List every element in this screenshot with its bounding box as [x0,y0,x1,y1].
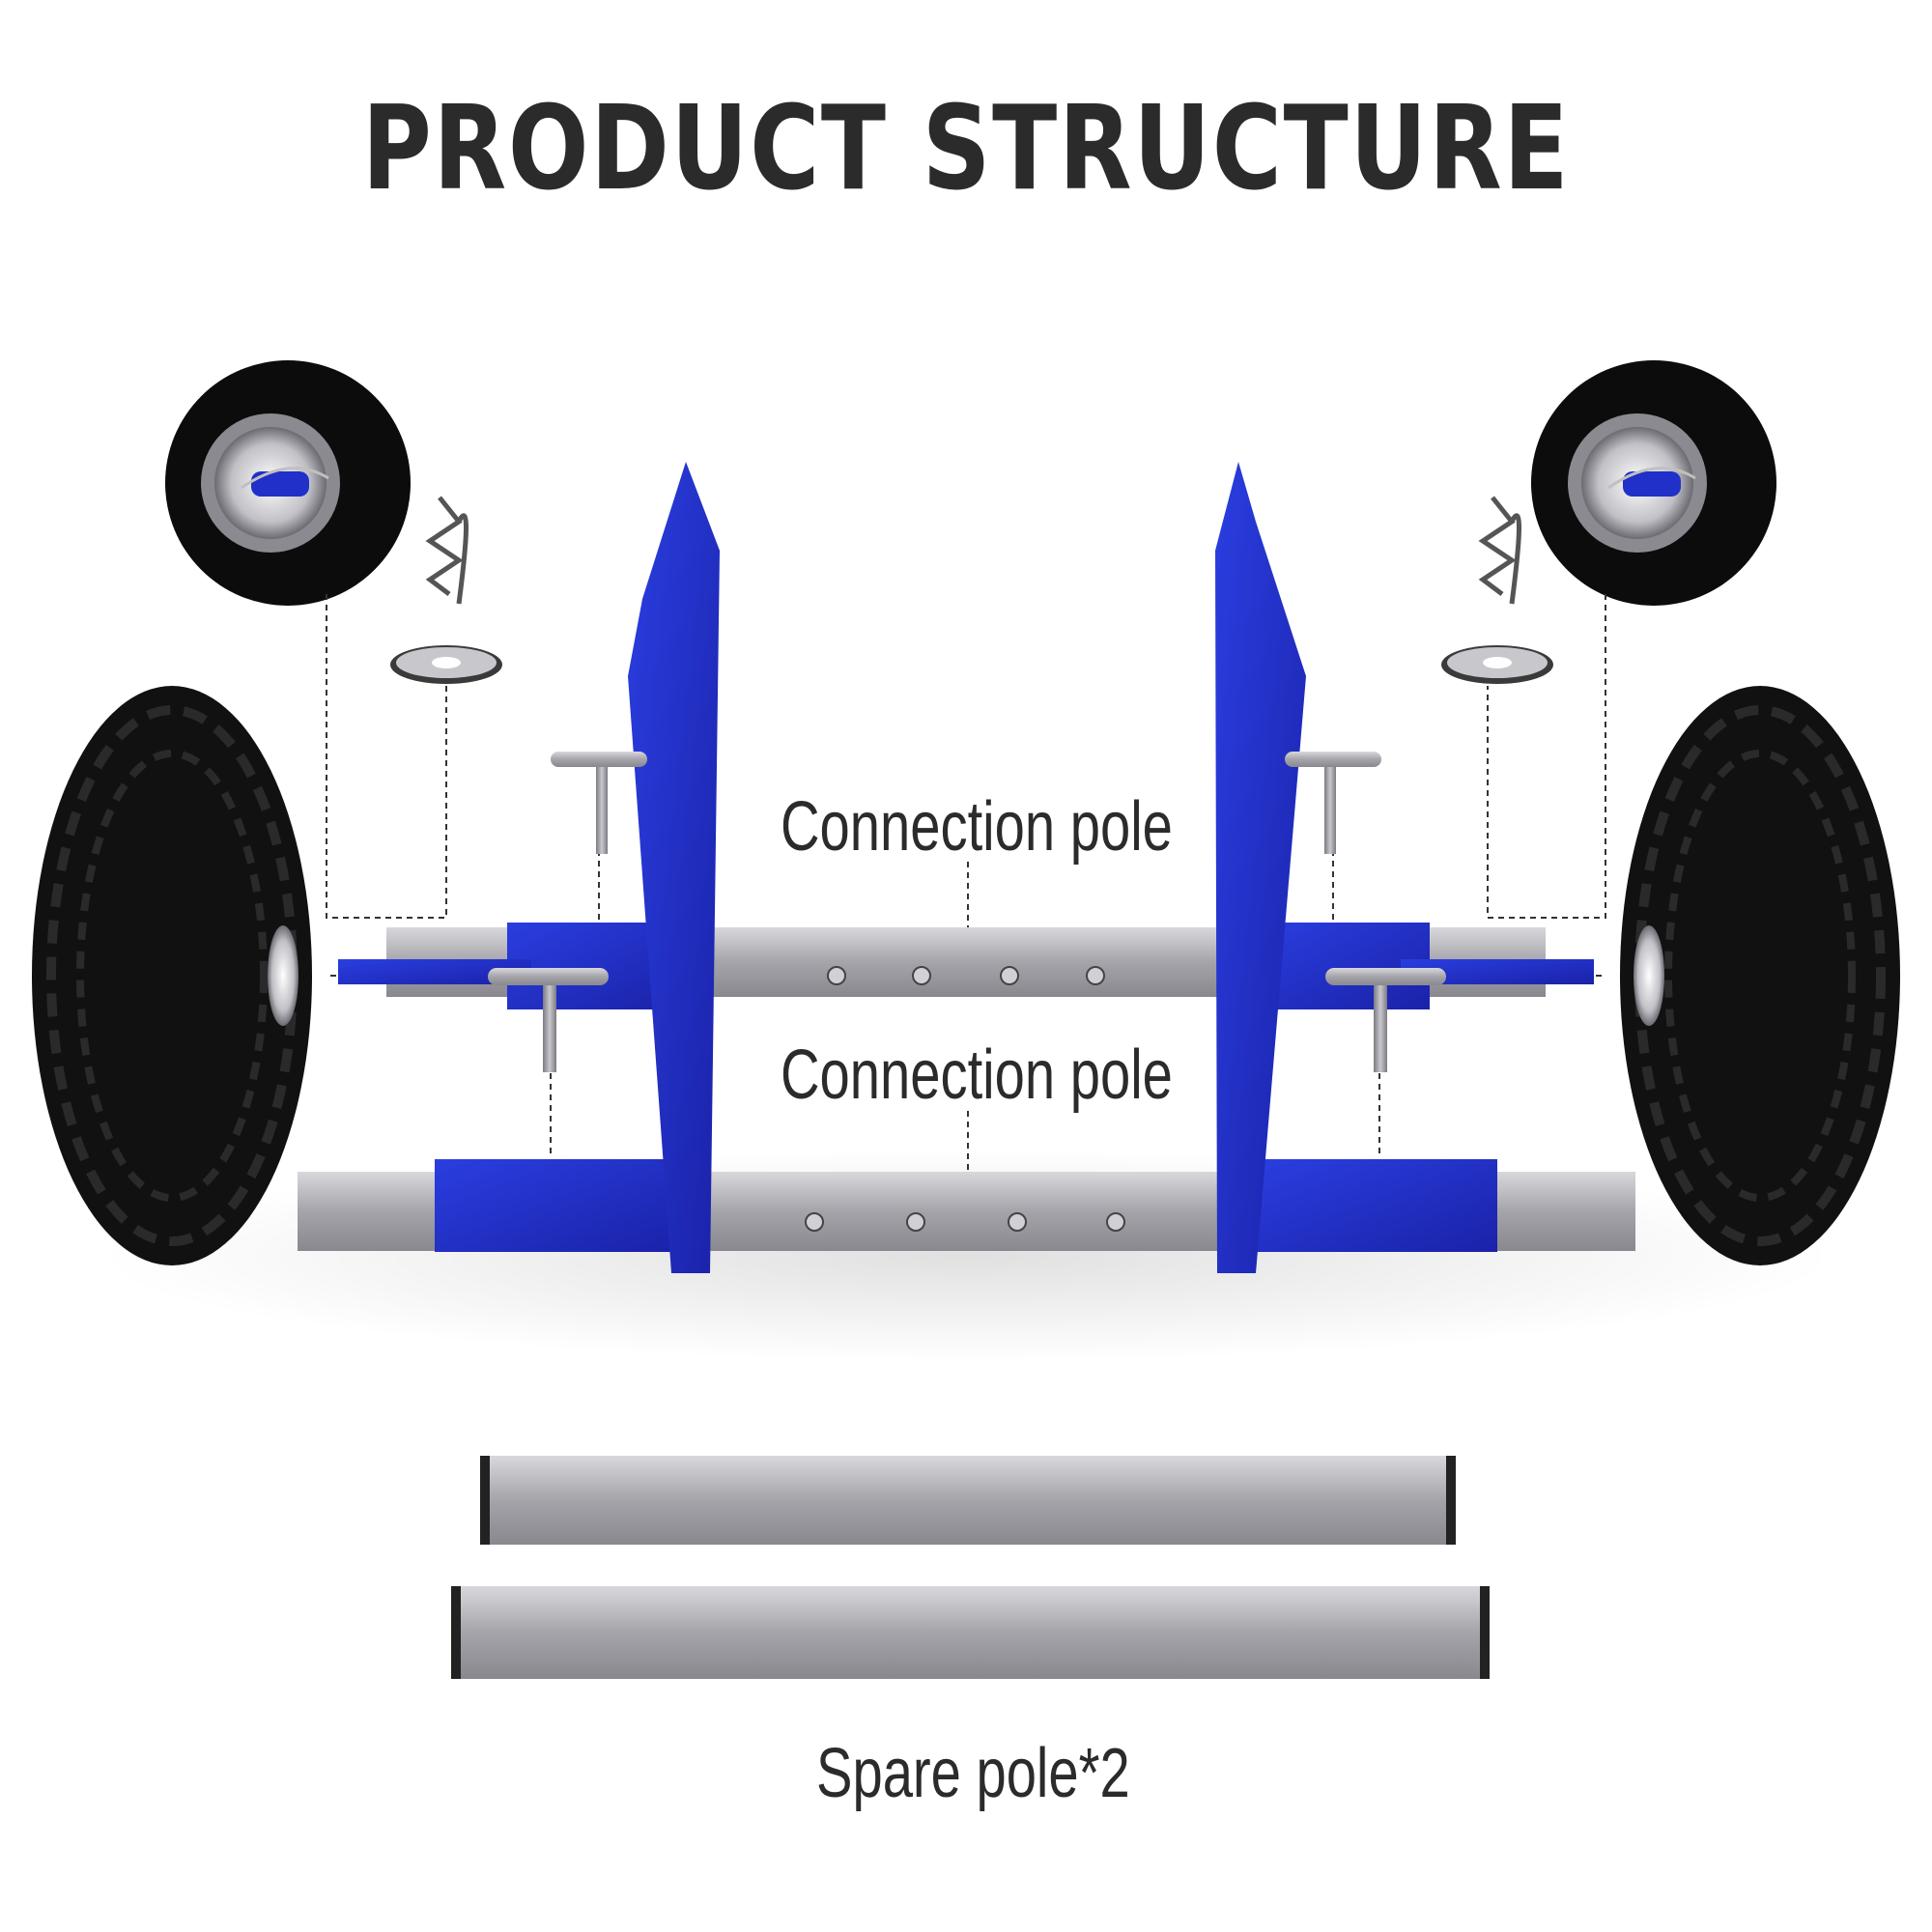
right-washer [1441,645,1553,684]
t-bolts [488,752,1446,1072]
left-washer [390,645,502,684]
left-wheel [32,686,312,1265]
connection-pole-upper-label: Connection pole [781,788,1173,866]
left-wheel-detail [165,360,411,606]
spare-pole-1 [480,1456,1456,1545]
spare-pole-label: Spare pole*2 [816,1735,1130,1812]
right-wheel-hub [1634,925,1664,1026]
right-hitch-pin [1478,496,1521,605]
page-title: PRODUCT STRUCTURE [361,82,1571,216]
left-upright-plate [628,462,720,1273]
right-upright-plate [1215,462,1306,1273]
spare-pole-2 [451,1586,1490,1679]
connection-pole-lower-label: Connection pole [781,1037,1173,1114]
right-wheel-detail [1531,360,1776,606]
right-wheel [1620,686,1900,1265]
connection-pole-bolts [805,966,1125,1232]
leader-lines [326,594,1606,1174]
left-hitch-pin [425,496,469,605]
left-wheel-hub [268,925,298,1026]
lower-axle-tube [298,1159,1635,1252]
upper-axle-tube [338,923,1594,1009]
